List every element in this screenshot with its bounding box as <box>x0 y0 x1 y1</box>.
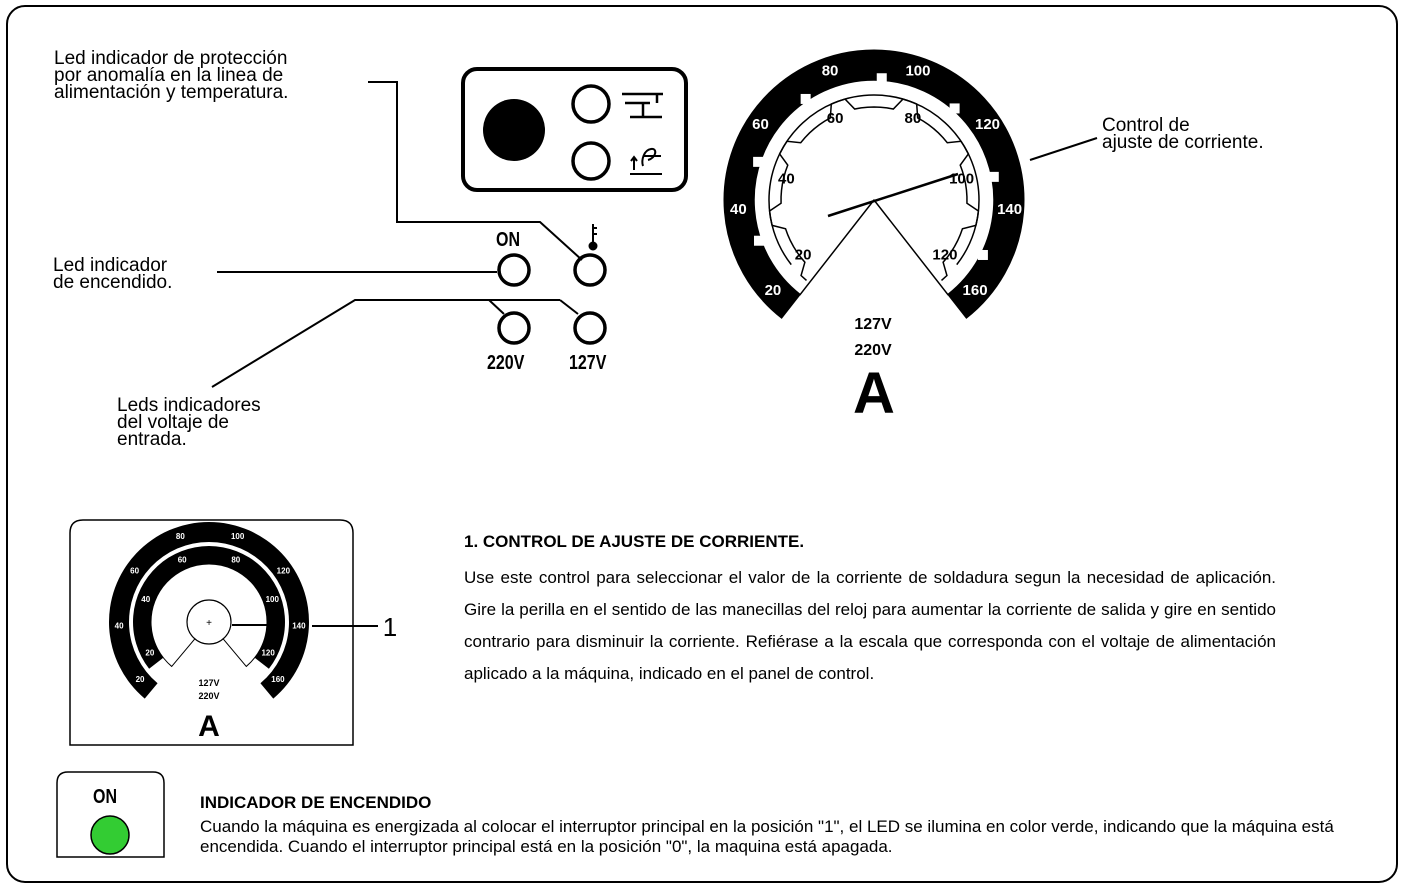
dial-unit: A <box>853 361 895 426</box>
dial-outer-label-60: 60 <box>752 116 769 133</box>
small-dial-inner-label-120: 120 <box>261 649 275 658</box>
dial-needle <box>827 172 959 218</box>
small-dial-inner-label-80: 80 <box>231 556 240 565</box>
thermometer-icon <box>588 224 598 251</box>
small-dial-voltage-220: 220V <box>198 691 219 701</box>
small-dial-outer-label-40: 40 <box>115 622 124 631</box>
dial-inner-label-20: 20 <box>795 246 812 263</box>
small-dial-voltage-127: 127V <box>198 678 219 688</box>
small-dial-outer-label-120: 120 <box>277 566 291 575</box>
small-dial-inner-label-100: 100 <box>266 595 280 604</box>
mode-switch[interactable] <box>483 99 545 161</box>
dial-tick <box>753 235 764 246</box>
label-on: ON <box>496 229 520 251</box>
led-panel <box>497 224 607 345</box>
temperature-led <box>573 253 607 287</box>
dial-outer-label-40: 40 <box>730 201 747 218</box>
section2-body: Cuando la máquina es energizada al coloc… <box>200 817 1334 856</box>
callout-voltage-line-2: del voltaje de <box>117 412 229 433</box>
current-dial[interactable]: 20 40 60 80 100 120 140 160 20 40 60 80 100 120 127V… <box>723 49 1025 426</box>
small-dial-outer-label-100: 100 <box>231 532 245 541</box>
callout-power-line-1: Led indicador <box>53 255 168 276</box>
dial-outer-label-120: 120 <box>975 116 1000 133</box>
small-dial-inner-label-40: 40 <box>141 595 150 604</box>
dial-outer-label-160: 160 <box>963 282 988 299</box>
section1-title: 1. CONTROL DE AJUSTE DE CORRIENTE. <box>464 532 805 551</box>
dial-outer-label-80: 80 <box>822 62 839 79</box>
welding-torch-icon <box>622 92 663 119</box>
dial-tick <box>977 249 988 260</box>
small-dial-outer-label-140: 140 <box>292 622 306 631</box>
callout-voltage-line-3: entrada. <box>117 429 187 450</box>
callout-protection-line-2: por anomalía en la linea de <box>54 65 284 86</box>
callout-voltage-leds: Leds indicadores del voltaje de entrada. <box>117 395 261 450</box>
on-indicator-label: ON <box>93 786 117 808</box>
label-127v: 127V <box>569 352 607 374</box>
label-220v: 220V <box>487 352 525 374</box>
small-dial-outer-label-60: 60 <box>130 566 139 575</box>
callout-current-line-1: Control de <box>1102 115 1190 136</box>
callout-protection-line-3: alimentación y temperatura. <box>54 82 289 103</box>
dial-inner-label-40: 40 <box>778 170 795 187</box>
mode-led-top <box>571 84 611 124</box>
section1-body: Use este control para seleccionar el val… <box>464 568 1276 683</box>
dial-outer-label-140: 140 <box>997 201 1022 218</box>
mode-led-bottom <box>571 141 611 181</box>
callout-power-led: Led indicador de encendido. <box>53 255 173 293</box>
dial-voltage-220: 220V <box>854 342 892 359</box>
dial-inner-label-60: 60 <box>827 110 844 127</box>
arc-force-icon <box>630 147 662 175</box>
dial-inner-label-100: 100 <box>949 170 974 187</box>
dial-outer-label-100: 100 <box>905 62 930 79</box>
callout-protection-line-1: Led indicador de protección <box>54 48 288 69</box>
small-dial-outer-label-160: 160 <box>271 675 285 684</box>
section2-title: INDICADOR DE ENCENDIDO <box>200 793 432 812</box>
green-on-led <box>90 815 130 855</box>
dial-outer-label-20: 20 <box>765 282 782 299</box>
small-dial-outer-label-20: 20 <box>136 675 145 684</box>
small-dial-unit: A <box>198 710 220 743</box>
dial-tick <box>800 93 811 104</box>
callout-lines <box>211 81 1098 388</box>
dial-tick <box>753 156 764 167</box>
dial-tick <box>876 73 887 84</box>
callout-current-line-2: ajuste de corriente. <box>1102 132 1264 153</box>
page-frame <box>6 5 1398 883</box>
small-dial-inner-label-20: 20 <box>145 649 154 658</box>
callout-protection-led: Led indicador de protección por anomalía… <box>54 48 289 103</box>
callout-voltage-line-1: Leds indicadores <box>117 395 261 416</box>
svg-text:+: + <box>206 618 212 629</box>
led-127v <box>573 311 607 345</box>
small-dial-callout-number: 1 <box>383 612 397 642</box>
on-indicator-box <box>56 771 165 858</box>
callout-power-line-2: de encendido. <box>53 272 173 293</box>
mode-panel <box>461 67 688 192</box>
callout-current-control: Control de ajuste de corriente. <box>1102 115 1264 153</box>
small-dial-outer-label-80: 80 <box>176 532 185 541</box>
led-220v <box>497 311 531 345</box>
dial-tick <box>949 103 960 114</box>
dial-inner-label-120: 120 <box>932 246 957 263</box>
dial-tick <box>988 171 999 182</box>
dial-inner-label-80: 80 <box>905 110 922 127</box>
small-dial-inner-label-60: 60 <box>178 556 187 565</box>
small-knob <box>186 599 232 645</box>
power-led <box>497 253 531 287</box>
dial-voltage-127: 127V <box>854 316 892 333</box>
